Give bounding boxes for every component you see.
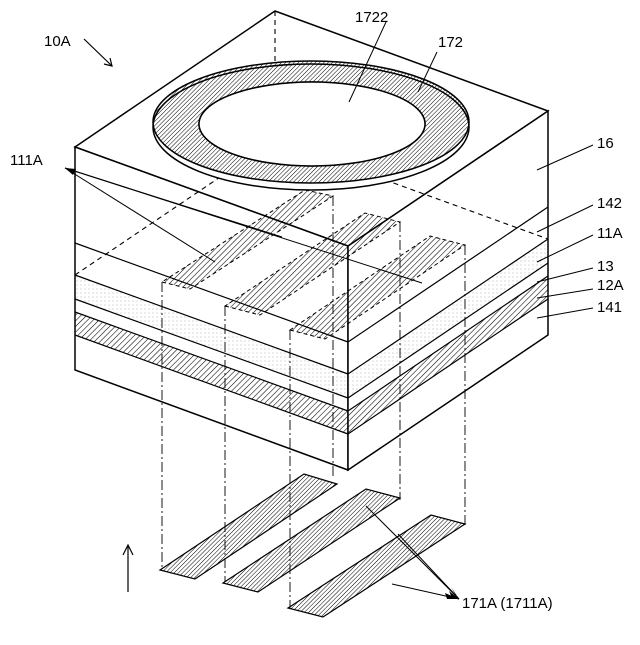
label-141: 141 xyxy=(597,299,622,316)
label-171A: 171A (1711A) xyxy=(462,595,553,612)
label-172: 172 xyxy=(438,34,463,51)
label-12A: 12A xyxy=(597,277,624,294)
exploded-electrodes-171A xyxy=(160,474,465,617)
reference-arrow-10A xyxy=(84,39,112,66)
ring-opening-1722 xyxy=(199,82,425,166)
up-arrow-icon xyxy=(123,545,133,592)
label-142: 142 xyxy=(597,195,622,212)
label-1722: 1722 xyxy=(355,9,388,26)
label-13: 13 xyxy=(597,258,614,275)
label-16: 16 xyxy=(597,135,614,152)
label-11A: 11A xyxy=(597,225,623,242)
label-10A: 10A xyxy=(44,33,71,50)
label-111A: 111A xyxy=(10,152,43,169)
